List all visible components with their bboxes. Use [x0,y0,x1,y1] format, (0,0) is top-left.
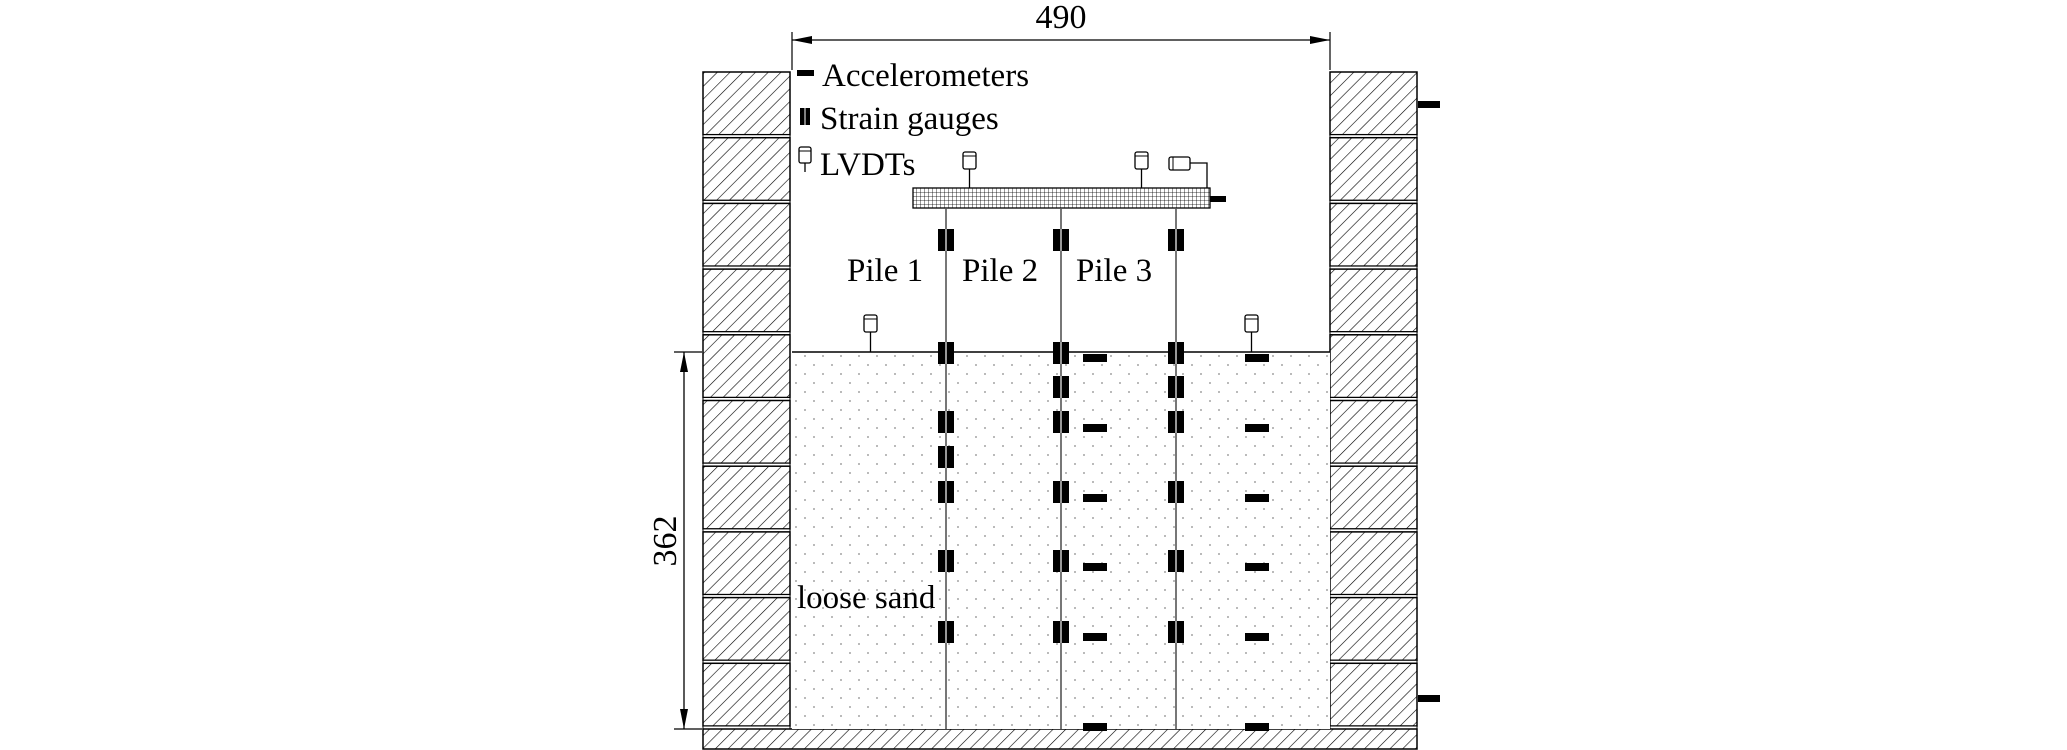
wall-block [1329,596,1418,662]
left-wall [702,71,791,730]
wall-block [702,399,791,464]
height-dimension: 362 [647,351,702,730]
wall-block [1329,465,1418,530]
wall-block [702,596,791,662]
wall-block [1329,268,1418,333]
width-dimension-label: 490 [1036,0,1087,36]
cap-lvdt-right [1134,151,1149,188]
ground-lvdt-right [1244,314,1259,352]
height-dimension-label: 362 [647,516,684,567]
pile-2-label: Pile 2 [962,253,1038,289]
accelerometer-legend-icon [797,70,814,76]
accelerometers [1083,354,1269,731]
wall-accelerometer-top [1418,101,1440,108]
wall-block [1329,136,1418,202]
wall-block [1329,71,1418,136]
accelerometer [1083,723,1107,731]
wall-accelerometer-bottom [1418,695,1440,702]
wall-block [702,268,791,333]
strain-gauges [938,229,1184,643]
wall-block [702,334,791,399]
accelerometer [1245,723,1269,731]
accelerometer [1083,563,1107,571]
accelerometer [1245,563,1269,571]
base-slab [702,728,1418,750]
wall-block [1329,334,1418,399]
legend-lvdts-label: LVDTs [820,147,916,183]
legend-strain-gauges-label: Strain gauges [820,101,999,137]
accelerometer [1083,354,1107,362]
pile-cap [912,187,1211,209]
wall-block [1329,202,1418,267]
soil-label: loose sand [797,580,936,616]
pile-cap-accelerometer [1210,196,1226,202]
wall-block [1329,531,1418,596]
wall-block [702,531,791,596]
cap-lvdt-left [962,151,977,188]
accelerometer [1083,494,1107,502]
accelerometer [1245,354,1269,362]
right-wall [1329,71,1418,730]
accelerometer [1083,424,1107,432]
accelerometer [1245,494,1269,502]
wall-block [702,465,791,530]
wall-block [702,136,791,202]
accelerometer [1245,424,1269,432]
legend: Accelerometers Strain gauges LVDTs [797,58,1029,183]
wall-block [702,202,791,267]
width-dimension: 490 [791,0,1331,70]
lvdt-legend-icon [798,146,812,172]
pile-3-label: Pile 3 [1076,253,1152,289]
accelerometer [1083,633,1107,641]
pile-1-label: Pile 1 [847,253,923,289]
wall-block [702,71,791,136]
strain-gauge-legend-icon [800,108,810,125]
wall-block [702,662,791,727]
cap-lvdt-horizontal [1168,156,1208,188]
wall-block [1329,662,1418,727]
legend-accelerometers-label: Accelerometers [822,58,1029,94]
accelerometer [1245,633,1269,641]
ground-lvdt-left [863,314,878,352]
wall-block [1329,399,1418,464]
